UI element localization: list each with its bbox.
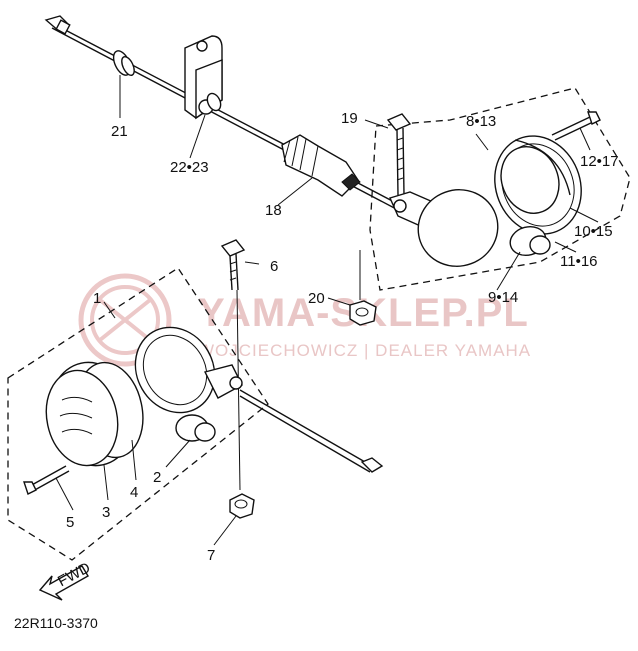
bulb-11-16 bbox=[509, 225, 551, 257]
grommet-21 bbox=[112, 50, 135, 77]
label-10-15: 10•15 bbox=[574, 223, 613, 240]
connector-18 bbox=[281, 134, 361, 197]
label-21: 21 bbox=[111, 123, 128, 140]
label-6: 6 bbox=[270, 258, 278, 275]
label-2: 2 bbox=[153, 469, 161, 486]
nut-7 bbox=[229, 493, 255, 519]
screw-5 bbox=[23, 465, 70, 495]
label-5: 5 bbox=[66, 514, 74, 531]
watermark-subtitle: WOJCIECHOWICZ | DEALER YAMAHA bbox=[198, 341, 531, 360]
watermark-logo bbox=[78, 273, 172, 367]
label-8-13: 8•13 bbox=[466, 113, 496, 130]
label-20: 20 bbox=[308, 290, 325, 307]
label-9-14: 9•14 bbox=[488, 289, 518, 306]
drawing-code: 22R110-3370 bbox=[14, 615, 98, 631]
label-3: 3 bbox=[102, 504, 110, 521]
screw-6 bbox=[220, 239, 246, 291]
label-12-17: 12•17 bbox=[580, 153, 619, 170]
ring-4 bbox=[134, 326, 243, 414]
screw-19 bbox=[386, 113, 412, 196]
bracket-22-23 bbox=[184, 35, 223, 120]
nut-20 bbox=[349, 300, 377, 326]
right-lamp-body bbox=[389, 189, 499, 267]
right-lamp-assembly-outline bbox=[369, 87, 631, 291]
label-11-16: 11•16 bbox=[560, 253, 598, 270]
screw-12-17 bbox=[551, 111, 601, 141]
label-1: 1 bbox=[93, 290, 101, 307]
left-lamp-assembly-outline bbox=[7, 267, 269, 561]
fwd-arrow-text: FWD bbox=[55, 559, 93, 590]
label-7: 7 bbox=[207, 547, 215, 564]
right-lens-rings bbox=[494, 135, 582, 235]
lower-wire-harness bbox=[239, 389, 384, 473]
forward-direction-arrow: FWD bbox=[38, 559, 93, 601]
lens-3 bbox=[45, 361, 144, 467]
part-labels: 21 22•23 18 19 8•13 12•17 10•15 11•16 9•… bbox=[66, 110, 619, 564]
label-4: 4 bbox=[130, 484, 138, 501]
label-19: 19 bbox=[341, 110, 358, 127]
bulb-2 bbox=[175, 414, 216, 442]
leader-lines bbox=[55, 75, 599, 546]
leader-stem-6-7 bbox=[236, 289, 241, 491]
label-22-23: 22•23 bbox=[170, 159, 209, 176]
label-18: 18 bbox=[265, 202, 282, 219]
